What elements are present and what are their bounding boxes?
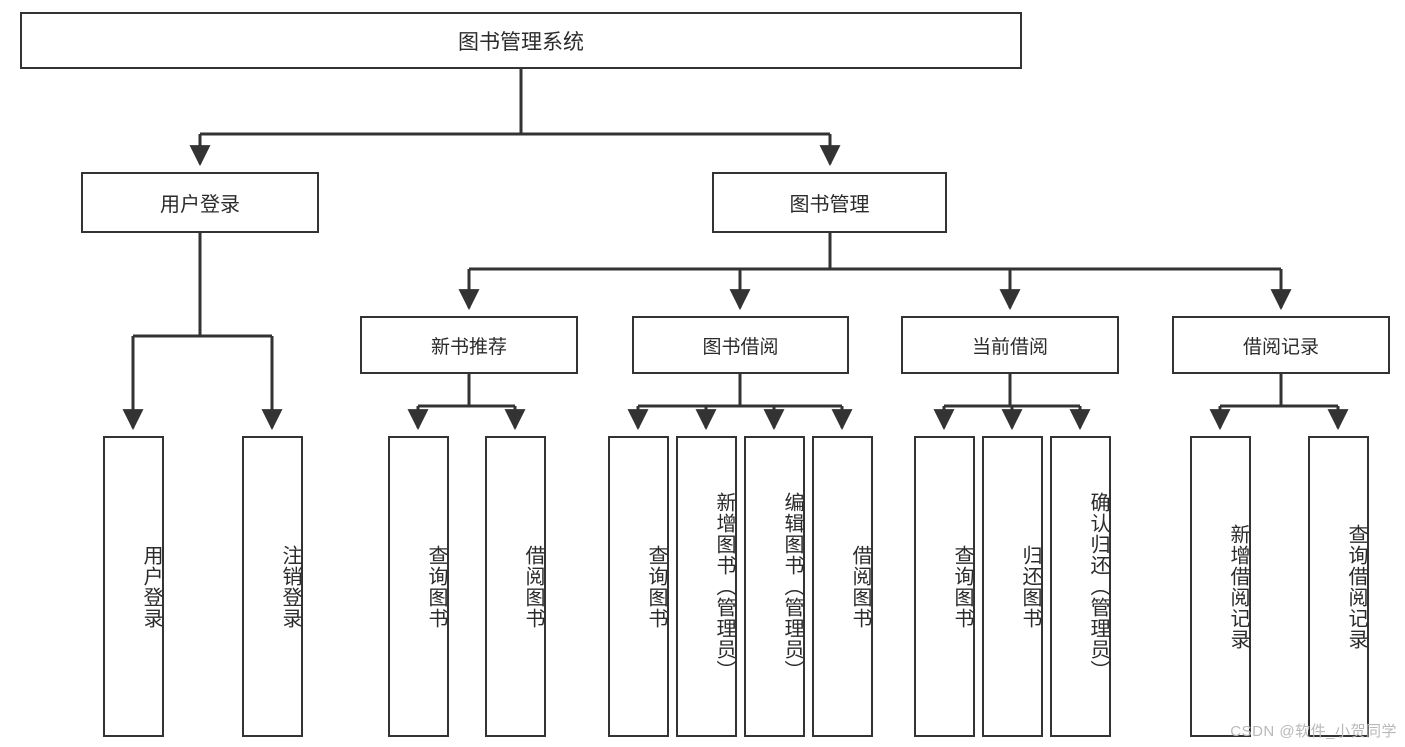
node-leaf-query-book-current-label: 查询图书 xyxy=(951,544,973,629)
node-leaf-add-book-label: 新增图书（管理员） xyxy=(713,492,735,681)
node-leaf-user-logout-label: 注销登录 xyxy=(279,544,301,629)
node-book-borrow[interactable]: 图书借阅 xyxy=(632,316,849,374)
node-leaf-confirm-return[interactable]: 确认归还（管理员） xyxy=(1050,436,1111,737)
node-leaf-return-book[interactable]: 归还图书 xyxy=(982,436,1043,737)
node-leaf-edit-book-label: 编辑图书（管理员） xyxy=(781,492,803,681)
node-leaf-borrow-book-recommend-label: 借阅图书 xyxy=(522,544,544,629)
node-leaf-query-book-borrow-label: 查询图书 xyxy=(645,544,667,629)
node-user-login-label: 用户登录 xyxy=(160,194,240,216)
node-leaf-query-borrow-record[interactable]: 查询借阅记录 xyxy=(1308,436,1369,737)
node-new-book-recommend[interactable]: 新书推荐 xyxy=(360,316,578,374)
node-borrow-record-label: 借阅记录 xyxy=(1242,336,1319,358)
node-new-book-recommend-label: 新书推荐 xyxy=(430,336,507,358)
watermark: CSDN @软件_小贺同学 xyxy=(1230,723,1397,740)
node-leaf-add-book[interactable]: 新增图书（管理员） xyxy=(676,436,737,737)
node-book-borrow-label: 图书借阅 xyxy=(702,336,779,358)
node-leaf-user-login-label: 用户登录 xyxy=(140,544,162,629)
node-leaf-query-book-recommend[interactable]: 查询图书 xyxy=(388,436,449,737)
node-root[interactable]: 图书管理系统 xyxy=(20,12,1022,69)
node-root-label: 图书管理系统 xyxy=(458,30,584,54)
node-current-borrow-label: 当前借阅 xyxy=(971,336,1048,358)
node-leaf-user-logout[interactable]: 注销登录 xyxy=(242,436,303,737)
node-book-management[interactable]: 图书管理 xyxy=(712,172,947,233)
node-leaf-borrow-book[interactable]: 借阅图书 xyxy=(812,436,873,737)
node-leaf-borrow-book-recommend[interactable]: 借阅图书 xyxy=(485,436,546,737)
node-current-borrow[interactable]: 当前借阅 xyxy=(901,316,1119,374)
node-leaf-borrow-book-label: 借阅图书 xyxy=(849,544,871,629)
node-user-login[interactable]: 用户登录 xyxy=(81,172,319,233)
node-leaf-add-borrow-record[interactable]: 新增借阅记录 xyxy=(1190,436,1251,737)
node-leaf-user-login[interactable]: 用户登录 xyxy=(103,436,164,737)
node-borrow-record[interactable]: 借阅记录 xyxy=(1172,316,1390,374)
node-leaf-query-book-borrow[interactable]: 查询图书 xyxy=(608,436,669,737)
node-leaf-edit-book[interactable]: 编辑图书（管理员） xyxy=(744,436,805,737)
node-leaf-confirm-return-label: 确认归还（管理员） xyxy=(1087,492,1109,681)
node-leaf-add-borrow-record-label: 新增借阅记录 xyxy=(1227,523,1249,650)
node-leaf-query-borrow-record-label: 查询借阅记录 xyxy=(1345,523,1367,650)
node-leaf-return-book-label: 归还图书 xyxy=(1019,544,1041,629)
node-book-management-label: 图书管理 xyxy=(789,194,870,216)
node-leaf-query-book-current[interactable]: 查询图书 xyxy=(914,436,975,737)
node-leaf-query-book-recommend-label: 查询图书 xyxy=(425,544,447,629)
